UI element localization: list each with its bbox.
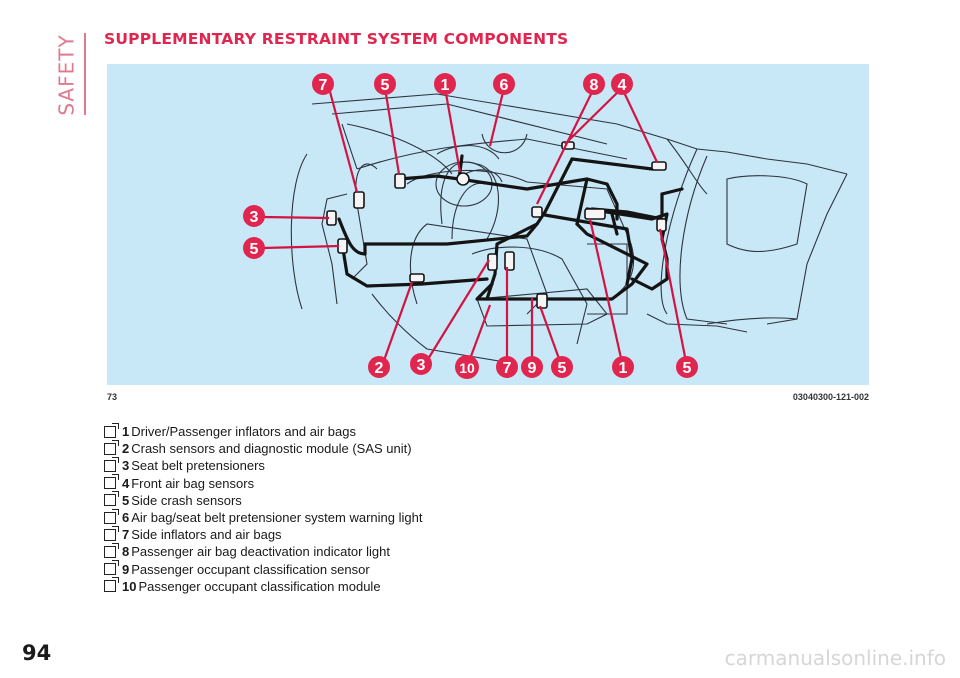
- legend-number: 9: [122, 561, 130, 577]
- legend-text: Side crash sensors: [131, 492, 242, 508]
- watermark: carmanualsonline.info: [724, 646, 946, 670]
- legend-text: Passenger occupant classification module: [138, 578, 381, 594]
- callout-9-bottom: 9: [521, 356, 543, 378]
- callout-7-bottom: 7: [496, 356, 518, 378]
- callout-7-top: 7: [312, 73, 334, 95]
- callout-markers: 7 5 1 6 8 4 3 5 2 3 10 7 9 5 1 5: [243, 73, 698, 379]
- bullet-icon: [104, 422, 119, 438]
- callout-1-top: 1: [434, 73, 456, 95]
- svg-text:6: 6: [500, 77, 509, 94]
- legend-number: 1: [122, 424, 130, 440]
- svg-text:4: 4: [618, 77, 627, 94]
- svg-text:2: 2: [375, 360, 384, 377]
- callout-5-top: 5: [374, 73, 396, 95]
- svg-text:1: 1: [619, 360, 628, 377]
- callout-4-top: 4: [611, 73, 633, 95]
- legend-number: 6: [122, 510, 130, 526]
- callout-10-bottom: 10: [455, 355, 479, 379]
- callout-2-bottom: 2: [368, 356, 390, 378]
- legend-text: Seat belt pretensioners: [131, 458, 265, 474]
- bullet-icon: [104, 560, 119, 576]
- svg-text:5: 5: [683, 360, 692, 377]
- callout-5-left: 5: [243, 237, 265, 259]
- legend-text: Front air bag sensors: [131, 475, 255, 491]
- svg-text:8: 8: [590, 77, 599, 94]
- figure-number: 73: [107, 392, 118, 402]
- section-divider: [84, 33, 86, 115]
- legend-number: 2: [122, 441, 130, 457]
- bullet-icon: [104, 525, 119, 541]
- legend-number: 8: [122, 544, 130, 560]
- bullet-icon: [104, 508, 119, 524]
- section-label-text: SAFETY: [54, 34, 79, 116]
- page-title: SUPPLEMENTARY RESTRAINT SYSTEM COMPONENT…: [104, 30, 569, 48]
- svg-text:5: 5: [250, 241, 259, 258]
- srs-diagram: 7 5 1 6 8 4 3 5 2 3 10 7 9 5 1 5: [107, 64, 869, 385]
- callout-3-bottom: 3: [410, 353, 432, 375]
- callout-leaders: [262, 87, 689, 368]
- srs-diagram-illustration: 7 5 1 6 8 4 3 5 2 3 10 7 9 5 1 5: [243, 73, 848, 379]
- legend-number: 10: [122, 578, 137, 594]
- bullet-icon: [104, 439, 119, 455]
- figure-code: 03040300-121-002: [792, 392, 869, 402]
- legend-number: 5: [122, 492, 130, 508]
- bullet-icon: [104, 474, 119, 490]
- callout-5-right: 5: [676, 356, 698, 378]
- svg-text:3: 3: [250, 209, 259, 226]
- svg-text:10: 10: [459, 360, 475, 376]
- svg-text:3: 3: [417, 357, 426, 374]
- section-label: SAFETY: [52, 33, 82, 116]
- page-number: 94: [22, 641, 52, 665]
- callout-6-top: 6: [493, 73, 515, 95]
- bullet-icon: [104, 491, 119, 507]
- bullet-icon: [104, 577, 119, 593]
- bullet-icon: [104, 456, 119, 472]
- callout-3-left: 3: [243, 205, 265, 227]
- legend-number: 7: [122, 527, 130, 543]
- legend-text: Side inflators and air bags: [131, 527, 282, 543]
- bullet-icon: [104, 542, 119, 558]
- legend-text: Crash sensors and diagnostic module (SAS…: [131, 441, 412, 457]
- callout-1-bottom: 1: [612, 356, 634, 378]
- legend-number: 3: [122, 458, 130, 474]
- callout-5-bottom: 5: [551, 356, 573, 378]
- svg-text:5: 5: [381, 77, 390, 94]
- srs-components: [326, 141, 667, 309]
- svg-text:1: 1: [441, 77, 450, 94]
- legend-text: Passenger air bag deactivation indicator…: [131, 544, 390, 560]
- legend-number: 4: [122, 475, 130, 491]
- car-outline: [290, 93, 848, 365]
- svg-text:7: 7: [503, 360, 512, 377]
- callout-8-top: 8: [583, 73, 605, 95]
- legend-text: Passenger occupant classification sensor: [131, 561, 370, 577]
- legend-text: Air bag/seat belt pretensioner system wa…: [131, 510, 423, 526]
- legend-text: Driver/Passenger inflators and air bags: [131, 424, 356, 440]
- svg-text:9: 9: [528, 360, 537, 377]
- svg-text:7: 7: [319, 77, 328, 94]
- svg-text:5: 5: [558, 360, 567, 377]
